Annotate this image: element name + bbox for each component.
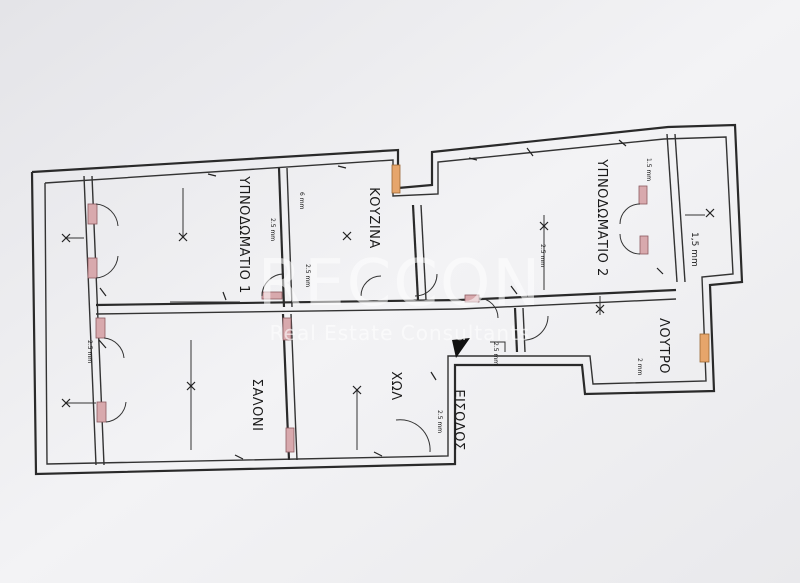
label-bedroom2: ΥΠΝΟΔΩΜΑΤΙΟ 2 <box>594 158 609 277</box>
interior-walls <box>95 167 677 461</box>
right-balcony <box>666 133 686 283</box>
label-bathroom: ΛΟΥΤΡΟ <box>656 318 671 374</box>
label-hall: ΧΩΛ <box>388 371 403 400</box>
light-fixture <box>61 208 715 408</box>
dim-kitchen-a: 6 mm <box>298 192 305 210</box>
kitchen-window <box>391 164 401 194</box>
entrance-marker <box>452 338 470 358</box>
doors <box>87 164 710 453</box>
label-kitchen: ΚΟΥΖΙΝΑ <box>366 187 381 249</box>
living-door-bottom <box>285 427 295 453</box>
balcony-door-3 <box>95 317 106 339</box>
label-living: ΣΑΛΟΝΙ <box>249 379 264 432</box>
balcony-door-2 <box>87 257 98 279</box>
dim-hall: 2.5 mm <box>492 342 499 365</box>
dim-balcony-right: 1,5 mm <box>689 232 699 267</box>
balcony-door-1 <box>87 203 98 225</box>
watermark: RECCON Real Estate Consultants <box>258 247 543 345</box>
label-entrance: ΕΙΣΟΔΟΣ <box>451 389 466 450</box>
dim-kitchen-b: 2.5 mm <box>304 264 311 287</box>
balcony-door-4 <box>96 401 107 423</box>
bathroom-window <box>699 333 710 363</box>
bedroom2-window-2 <box>639 235 649 255</box>
label-bedroom1: ΥΠΝΟΔΩΜΑΤΙΟ 1 <box>236 175 251 294</box>
dim-b1: 2.5 mm <box>269 218 276 241</box>
watermark-tagline: Real Estate Consultants <box>270 321 531 345</box>
dim-b2-a: 1.5 mm <box>645 158 652 181</box>
electrical-layout <box>61 139 715 460</box>
dimension-labels: 2.5 mm 6 mm 2.5 mm 1.5 mm 2.5 mm 2.5 mm … <box>86 158 699 433</box>
bedroom2-window-1 <box>638 185 648 205</box>
living-door-top <box>282 317 292 341</box>
dim-entrance: 2.5 mm <box>436 410 443 433</box>
room-labels: ΥΠΝΟΔΩΜΑΤΙΟ 1 ΚΟΥΖΙΝΑ ΥΠΝΟΔΩΜΑΤΙΟ 2 ΣΑΛΟ… <box>236 158 671 450</box>
dim-b2-b: 2.5 mm <box>539 244 546 267</box>
outer-walls <box>30 123 744 476</box>
switch-marks <box>98 139 664 460</box>
watermark-brand: RECCON <box>258 247 543 321</box>
dim-bath: 2 mm <box>636 358 643 376</box>
dim-living: 2.5 mm <box>86 340 93 363</box>
